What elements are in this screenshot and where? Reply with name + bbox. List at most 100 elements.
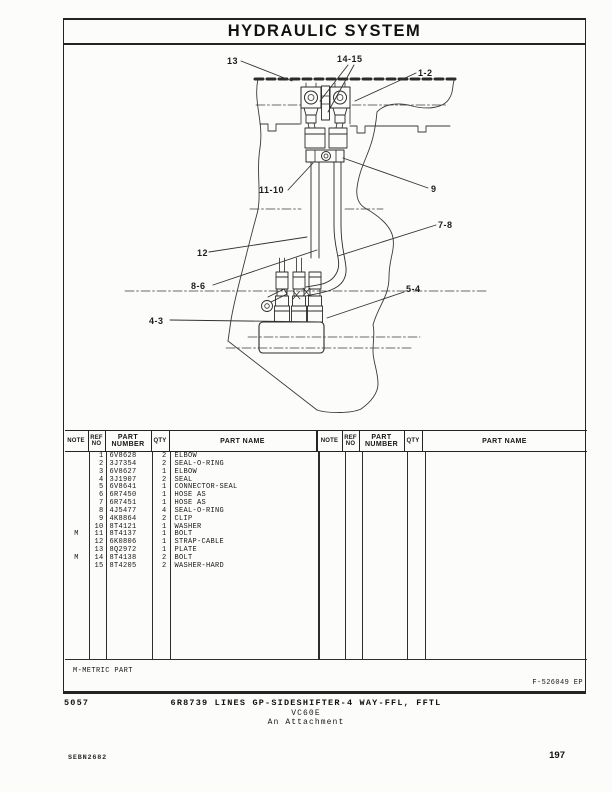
hose-clamp	[305, 149, 345, 163]
cell-note	[65, 469, 89, 477]
phantom-centerlines	[124, 104, 489, 349]
table-row: 12 6K0806 1 STRAP-CABLE	[65, 538, 587, 547]
manifold-assembly	[258, 257, 325, 354]
cell-name: WASHER	[174, 522, 202, 531]
cell-pn: 6V8627	[109, 467, 137, 476]
column-divider	[361, 452, 363, 659]
leader-lines	[169, 60, 437, 323]
callout-4-3: 4-3	[149, 316, 164, 326]
table-middle-divider	[317, 452, 320, 659]
cell-note	[65, 461, 89, 469]
table-bottom-rule	[64, 659, 587, 660]
cell-name: SEAL-O-RING	[174, 459, 225, 468]
cell-note: M	[74, 553, 79, 562]
machine-outline	[227, 77, 456, 413]
page-border-box: HYDRAULIC SYSTEM	[63, 18, 586, 694]
cell-qty: 1	[161, 538, 167, 547]
cell-note	[65, 500, 89, 508]
cell-ref: 3	[98, 467, 104, 476]
cell-qty: 2	[161, 561, 167, 570]
header-note-right: NOTE	[318, 431, 343, 451]
callout-12: 12	[197, 248, 208, 258]
callout-7-8: 7-8	[438, 220, 453, 230]
cell-ref: 4	[98, 475, 104, 484]
cell-pn: 8Q2972	[109, 546, 137, 555]
hose-tubes	[304, 122, 348, 297]
cell-name: CLIP	[174, 514, 193, 523]
footer-model: VC60E	[291, 708, 321, 718]
cell-note	[65, 539, 89, 547]
callout-1-2: 1-2	[418, 68, 433, 78]
cell-name: WASHER-HARD	[174, 561, 225, 570]
port-fittings	[300, 82, 351, 125]
column-divider	[406, 452, 408, 659]
column-divider	[151, 452, 153, 659]
cell-qty: 1	[161, 491, 167, 500]
cell-qty: 1	[161, 483, 167, 492]
cell-note	[65, 453, 89, 461]
cell-qty: 1	[161, 546, 167, 555]
header-qty-right: QTY	[405, 431, 423, 451]
cell-name: PLATE	[174, 546, 198, 555]
cell-name: BOLT	[174, 553, 193, 562]
table-row: 3 6V8627 1 ELBOW	[65, 467, 587, 477]
cell-ref: 12	[94, 538, 104, 547]
header-part-name-right: PART NAME	[482, 437, 527, 445]
hydraulic-diagram: 13 14-15 1-2 11-10 9 12 7-8 8-6 5-4 4-3	[124, 54, 489, 413]
cell-note	[65, 516, 89, 524]
page-number: 197	[549, 750, 565, 761]
cell-name: STRAP-CABLE	[174, 538, 225, 547]
cell-qty: 2	[161, 553, 167, 562]
cell-ref: 7	[98, 499, 104, 508]
callout-13: 13	[227, 56, 238, 66]
cell-ref: 5	[98, 483, 104, 492]
footer-page-code: 5057	[64, 698, 90, 708]
figure-reference: F-526049 EP	[532, 679, 583, 687]
column-divider	[88, 452, 90, 659]
cell-qty: 4	[161, 506, 167, 515]
header-note: NOTE	[65, 431, 89, 451]
callout-11-10: 11-10	[259, 185, 284, 195]
cell-ref: 14	[94, 553, 104, 562]
cell-ref: 1	[98, 452, 104, 460]
callout-5-4: 5-4	[406, 284, 421, 294]
cell-qty: 2	[161, 452, 167, 460]
cell-note	[65, 477, 89, 485]
cell-pn: 8T4121	[109, 522, 137, 531]
cell-pn: 6K0806	[109, 538, 137, 547]
cell-qty: 2	[161, 459, 167, 468]
footer-part-title: 6R8739 LINES GP-SIDESHIFTER-4 WAY-FFL, F…	[170, 698, 442, 708]
cell-pn: 6R7451	[109, 499, 137, 508]
column-divider	[169, 452, 171, 659]
cell-qty: 2	[161, 475, 167, 484]
cell-pn: 4K8864	[109, 514, 137, 523]
cell-ref: 2	[98, 459, 104, 468]
cell-note	[65, 492, 89, 500]
cell-pn: 8T4137	[109, 530, 137, 539]
cell-qty: 1	[161, 522, 167, 531]
document-number: SEBN2682	[68, 754, 108, 762]
cell-name: HOSE AS	[174, 499, 207, 508]
cell-note	[65, 484, 89, 492]
cell-name: HOSE AS	[174, 491, 207, 500]
cell-qty: 2	[161, 514, 167, 523]
cell-name: ELBOW	[174, 467, 198, 476]
cell-qty: 1	[161, 467, 167, 476]
callout-8-6: 8-6	[191, 281, 206, 291]
cell-note	[65, 563, 89, 571]
cell-note: M	[74, 530, 79, 539]
cell-pn: 8T4138	[109, 553, 137, 562]
